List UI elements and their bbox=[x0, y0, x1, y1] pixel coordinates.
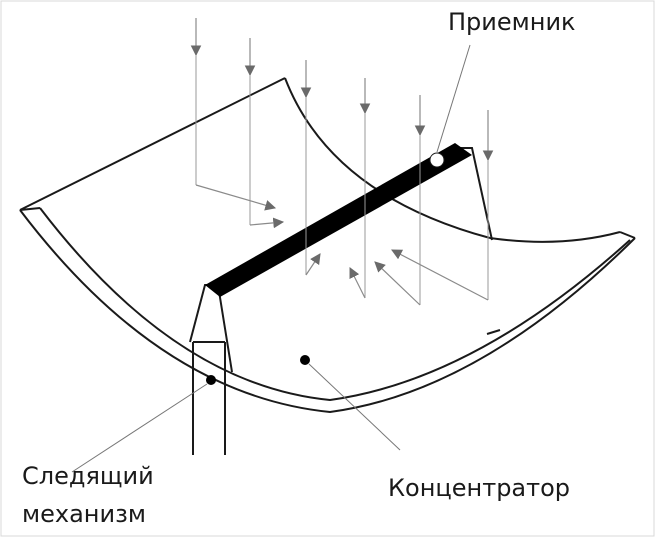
reflected-ray-arrow-icon bbox=[391, 249, 489, 301]
reflected-ray-arrow-icon bbox=[374, 261, 421, 306]
concentrator-right-rim bbox=[489, 231, 621, 243]
concentrator-outer-shell-edge bbox=[19, 209, 636, 414]
concentrator-leader-line bbox=[308, 363, 401, 451]
reflected-ray-arrow-icon bbox=[305, 253, 321, 276]
concentrator-marker bbox=[300, 355, 310, 365]
tracking-mechanism-label-line1: Следящий bbox=[22, 462, 154, 490]
receiver-label: Приемник bbox=[448, 8, 576, 36]
incoming-rays bbox=[190, 18, 494, 162]
concentrator-right-corner bbox=[619, 231, 636, 239]
receiver-marker bbox=[429, 152, 445, 168]
receiver-leader-line bbox=[436, 44, 471, 153]
concentrator-inner-curve bbox=[284, 77, 491, 239]
reflected-rays bbox=[195, 184, 489, 306]
tracking-marker bbox=[206, 375, 216, 385]
receiver-support-right bbox=[455, 147, 493, 241]
reflected-ray-arrow-icon bbox=[249, 217, 285, 229]
concentrator-label: Концентратор bbox=[388, 474, 571, 502]
reflected-ray-arrow-icon bbox=[195, 184, 277, 211]
concentrator-back-edge bbox=[19, 77, 286, 211]
tracking-leader-line bbox=[71, 383, 208, 473]
concentrator-left-corner bbox=[19, 207, 41, 211]
receiver-tube bbox=[205, 143, 472, 297]
ray-paths bbox=[195, 55, 489, 305]
tracking-mechanism-label-line2: механизм bbox=[22, 500, 146, 528]
tracking-post bbox=[192, 341, 226, 455]
concentrator-outer-shell bbox=[39, 207, 631, 402]
reflected-ray-arrow-icon bbox=[349, 267, 366, 299]
shell-seam bbox=[486, 329, 501, 335]
